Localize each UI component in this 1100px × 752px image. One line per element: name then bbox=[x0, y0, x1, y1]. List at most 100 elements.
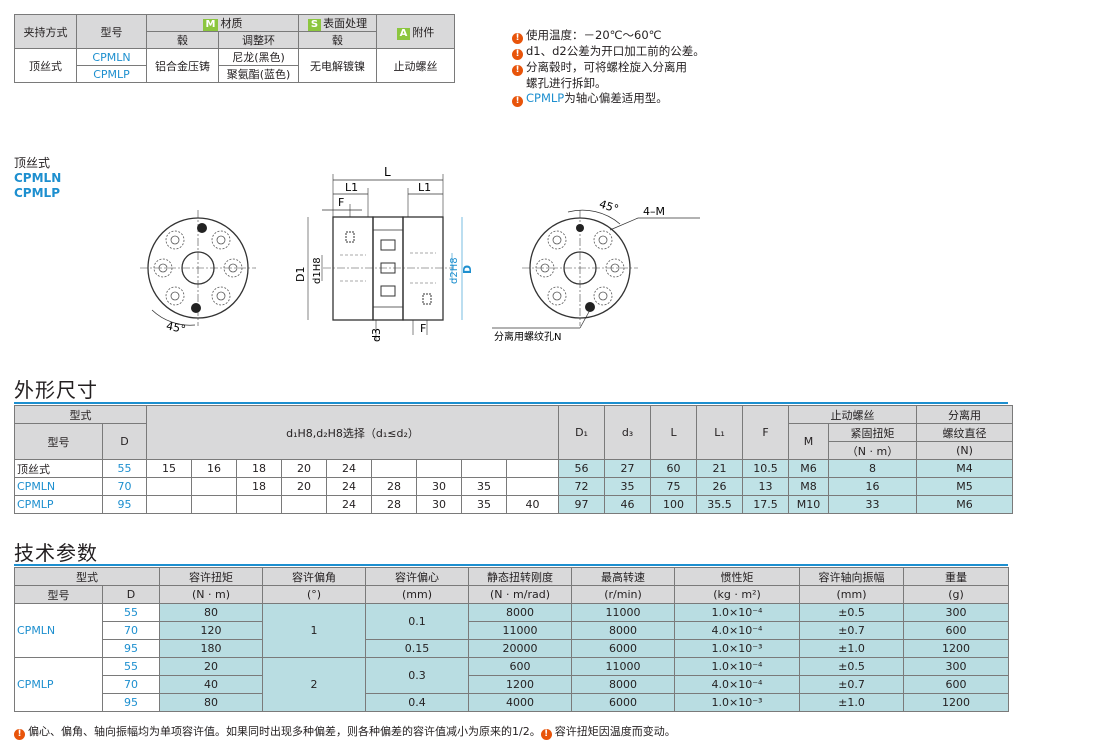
type-label: 顶丝式 bbox=[14, 156, 51, 170]
header-hub: 毂 bbox=[146, 31, 219, 49]
unit-axial: (mm) bbox=[799, 585, 904, 604]
cell-axial: ±0.5 bbox=[799, 603, 904, 622]
bore-cell: 15 bbox=[146, 459, 192, 478]
cell-torque: 20 bbox=[159, 657, 263, 676]
angle-left-label: 45° bbox=[165, 319, 187, 336]
header-inertia: 惯性矩 bbox=[674, 567, 800, 586]
model-cpmln: CPMLN bbox=[76, 48, 147, 66]
material-tag: M bbox=[202, 19, 219, 31]
header-L1: L₁ bbox=[696, 405, 744, 460]
ring-material-1: 尼龙(黑色) bbox=[217, 48, 300, 66]
cell-D1: 56 bbox=[558, 459, 606, 478]
bore-cell bbox=[191, 495, 237, 514]
note-3-cont: 螺孔进行拆卸。 bbox=[526, 76, 607, 90]
cell-ecc: 0.4 bbox=[365, 693, 469, 712]
dim-d2: d2H8 bbox=[449, 257, 460, 284]
cell-angle: 1 bbox=[262, 603, 366, 658]
ring-material-2: 聚氨酯(蓝色) bbox=[217, 65, 300, 83]
cell-torque: 80 bbox=[159, 603, 263, 622]
model-label-cpmlp: CPMLP bbox=[14, 186, 60, 200]
table-row: 70 40 1200 8000 4.0×10⁻⁴ ±0.7 600 bbox=[15, 675, 1009, 694]
cell-L1: 35.5 bbox=[696, 495, 744, 514]
cell-D1: 72 bbox=[558, 477, 606, 496]
header-type: 型式 bbox=[14, 567, 160, 586]
table-row: CPMLP 55 20 2 0.3 600 11000 1.0×10⁻⁴ ±0.… bbox=[14, 657, 1009, 712]
bore-cell: 35 bbox=[461, 495, 507, 514]
bore-cell bbox=[236, 495, 282, 514]
warning-icon: ! bbox=[512, 96, 523, 107]
cell-D: 95 bbox=[102, 693, 160, 712]
model-label: CPMLN bbox=[14, 477, 103, 496]
cell-speed: 11000 bbox=[571, 603, 675, 622]
cell-stiff: 1200 bbox=[468, 675, 572, 694]
unit-torque: (N · m) bbox=[159, 585, 263, 604]
note-model-code: CPMLP bbox=[526, 91, 565, 105]
model-label: CPMLN bbox=[14, 603, 103, 658]
header-D: D bbox=[102, 423, 147, 460]
type-label: 顶丝式 bbox=[14, 459, 103, 478]
note-2: !d1、d2公差为开口加工前的公差。 bbox=[512, 44, 705, 60]
header-D1: D₁ bbox=[558, 405, 606, 460]
cell-torque: 180 bbox=[159, 639, 263, 658]
bore-cell bbox=[416, 459, 462, 478]
cell-d3: 35 bbox=[604, 477, 652, 496]
cell-torque: 40 bbox=[159, 675, 263, 694]
cell-inertia: 1.0×10⁻³ bbox=[674, 693, 800, 712]
surface-value: 无电解镀镍 bbox=[298, 48, 378, 83]
cell-D: 70 bbox=[102, 621, 160, 640]
cell-stiff: 4000 bbox=[468, 693, 572, 712]
separation-hole-label: 分离用螺纹孔N bbox=[494, 330, 561, 343]
cell-axial: ±0.5 bbox=[799, 657, 904, 676]
bore-cell: 24 bbox=[326, 477, 372, 496]
note-4: !CPMLP为轴心偏差适用型。 bbox=[512, 91, 705, 107]
warning-icon: ! bbox=[512, 49, 523, 60]
bore-cell: 24 bbox=[326, 459, 372, 478]
technical-drawing: 45° L L1 L1 F F bbox=[140, 165, 700, 343]
cell-weight: 300 bbox=[903, 603, 1009, 622]
model-label-cpmln: CPMLN bbox=[14, 171, 62, 185]
cell-weight: 600 bbox=[903, 675, 1009, 694]
unit-stiff: (N · m/rad) bbox=[468, 585, 572, 604]
angle-right-label: 45° bbox=[598, 197, 621, 215]
cell-ecc: 0.3 bbox=[365, 657, 469, 694]
cell-axial: ±1.0 bbox=[799, 693, 904, 712]
cell-M: M6 bbox=[788, 459, 830, 478]
header-torque: 容许扭矩 bbox=[159, 567, 263, 586]
header-D: D bbox=[102, 585, 160, 604]
cell-speed: 11000 bbox=[571, 657, 675, 676]
table-row: 95 80 0.4 4000 6000 1.0×10⁻³ ±1.0 1200 bbox=[15, 693, 1009, 712]
bore-cell: 30 bbox=[416, 477, 462, 496]
table-row: 95 180 0.15 20000 6000 1.0×10⁻³ ±1.0 120… bbox=[15, 639, 1009, 658]
cell-torque: 8 bbox=[828, 459, 918, 478]
hub-material: 铝合金压铸 bbox=[146, 48, 219, 83]
bore-cell: 28 bbox=[371, 495, 417, 514]
footer-text-1: 偏心、偏角、轴向振幅均为单项容许值。如果同时出现多种偏差，则各种偏差的容许值减小… bbox=[28, 725, 541, 738]
bore-cell bbox=[461, 459, 507, 478]
left-end-view: 45° bbox=[140, 210, 256, 336]
header-surface-hub: 毂 bbox=[298, 31, 378, 49]
cell-stiff: 8000 bbox=[468, 603, 572, 622]
cell-stiff: 11000 bbox=[468, 621, 572, 640]
cell-speed: 6000 bbox=[571, 693, 675, 712]
header-speed: 最高转速 bbox=[571, 567, 675, 586]
cell-sep: M4 bbox=[916, 459, 1014, 478]
bore-cell: 20 bbox=[281, 477, 327, 496]
cell-torque: 33 bbox=[828, 495, 918, 514]
cell-L1: 26 bbox=[696, 477, 744, 496]
cell-L1: 21 bbox=[696, 459, 744, 478]
cell-stiff: 600 bbox=[468, 657, 572, 676]
cell-sep: M5 bbox=[916, 477, 1014, 496]
cell-angle: 2 bbox=[262, 657, 366, 712]
unit-angle: (°) bbox=[262, 585, 366, 604]
cell-inertia: 4.0×10⁻⁴ bbox=[674, 621, 800, 640]
dim-F-bottom: F bbox=[420, 322, 426, 335]
warning-icon: ! bbox=[540, 729, 552, 740]
table-row: 70 120 11000 8000 4.0×10⁻⁴ ±0.7 600 bbox=[15, 621, 1009, 640]
cell-D: 55 bbox=[102, 657, 160, 676]
header-sep: 分离用 bbox=[916, 405, 1014, 424]
warning-icon: ! bbox=[512, 33, 523, 44]
header-torque-unit: （N · m） bbox=[828, 441, 918, 460]
cell-inertia: 1.0×10⁻³ bbox=[674, 639, 800, 658]
